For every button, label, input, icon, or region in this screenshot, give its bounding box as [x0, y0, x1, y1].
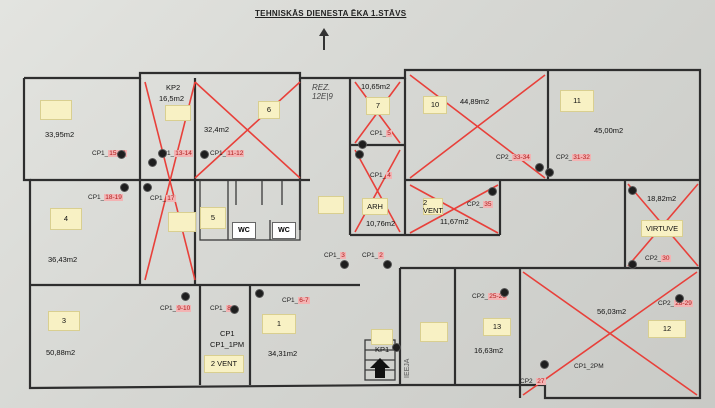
room-area: 50,88m2	[46, 348, 76, 357]
room-label-6: 6	[258, 101, 280, 119]
wc-label: WC	[272, 222, 296, 239]
detector-icon	[500, 288, 509, 297]
room-area: 16,63m2	[474, 346, 504, 355]
room-label-box	[165, 105, 191, 121]
north-arrow-icon	[319, 28, 329, 50]
room-label-11: 11	[560, 90, 594, 112]
detector-icon	[540, 360, 549, 369]
cp-tag: CP2_33-34	[496, 154, 531, 161]
detector-icon	[255, 289, 264, 298]
room-label-5: 5	[200, 207, 226, 229]
cp-tag: CP1_11-12	[210, 150, 245, 157]
entrance-arrow-icon	[370, 358, 390, 378]
cp-tag: CP2_27	[520, 378, 546, 385]
kp1-label: KP1	[375, 345, 390, 354]
room-label-box	[168, 212, 196, 232]
room-area: 34,31m2	[268, 349, 298, 358]
cp-tag: CP1_18-19	[88, 194, 123, 201]
cp-tag: CP1_9-10	[160, 305, 192, 312]
cp-tag: CP2_30	[645, 255, 671, 262]
room-label-box	[40, 100, 72, 120]
room-area: 10,76m2	[366, 219, 396, 228]
cross-line	[354, 149, 401, 233]
room-label-box	[318, 196, 344, 214]
detector-icon	[117, 150, 126, 159]
room-area: 11,67m2	[440, 217, 469, 226]
handnote-line: 12E|9	[312, 91, 333, 101]
kp2-label: KP2	[166, 83, 181, 92]
entrance-note: IEEJA	[404, 358, 411, 378]
room-label-9: 2 VENT	[423, 198, 444, 215]
room-label-13: 13	[483, 318, 511, 336]
room-label-box	[371, 329, 393, 345]
room-label-7: 7	[366, 97, 390, 115]
cp-tag: CP2_25-26	[472, 293, 507, 300]
detector-icon	[355, 150, 364, 159]
room-area: 36,43m2	[48, 255, 78, 264]
detector-icon	[628, 260, 637, 269]
room-area: 18,82m2	[647, 194, 677, 203]
room-label-1: 1	[262, 314, 296, 334]
room-label-10: 10	[423, 96, 447, 114]
cp-tag: CP1_2PM	[574, 363, 604, 370]
cross-line	[409, 184, 499, 234]
cp-tag: CP1_8	[210, 305, 232, 313]
room-area: 56,03m2	[597, 307, 627, 316]
detector-icon	[358, 140, 367, 149]
room-area: 45,00m2	[594, 126, 624, 135]
room-label-3: 3	[48, 311, 80, 331]
cross-line	[409, 74, 546, 179]
room-area: 10,65m2	[361, 82, 391, 91]
room-label-arh: ARH	[362, 198, 388, 215]
detector-icon	[675, 294, 684, 303]
room-area: 16,5m2	[159, 94, 185, 103]
detector-icon	[488, 187, 497, 196]
handnote-line: REZ.	[312, 83, 331, 92]
detector-icon	[200, 150, 209, 159]
detector-icon	[628, 186, 637, 195]
cross-line	[522, 271, 698, 396]
detector-icon	[120, 183, 129, 192]
cp-tag: CP2_35	[467, 201, 493, 208]
detector-icon	[535, 163, 544, 172]
room-area: 33,95m2	[45, 130, 75, 139]
room-label-12: 12	[648, 320, 686, 338]
cp1-1pm-label: CP1_1PM	[210, 340, 245, 349]
handwritten-note: REZ. 12E|9	[312, 83, 333, 102]
cp-tag: CP1_5	[370, 130, 392, 137]
room-area: 44,89m2	[460, 97, 490, 106]
detector-icon	[340, 260, 349, 269]
cp-tag: CP2_31-32	[556, 154, 591, 161]
detector-icon	[143, 183, 152, 192]
cp-tag: CP1_2	[362, 252, 384, 259]
cross-line	[194, 81, 301, 179]
detector-icon	[545, 168, 554, 177]
detector-icon	[158, 149, 167, 158]
room-label-box	[420, 322, 448, 342]
sheet-title: TEHNISKĀS DIENESTA ĒKA 1.STĀVS	[255, 9, 407, 18]
detector-icon	[392, 343, 401, 352]
cp-tag: CP2_28-29	[658, 300, 693, 307]
room-label-4: 4	[50, 208, 82, 230]
cp-tag: CP1_3	[324, 252, 346, 259]
detector-icon	[230, 305, 239, 314]
detector-icon	[181, 292, 190, 301]
cp1-label: CP1	[220, 329, 235, 338]
room-area: 32,4m2	[204, 125, 230, 134]
cp-tag: CP1_6-7	[282, 297, 310, 304]
cp-tag: CP1_17	[150, 195, 176, 202]
room-label-2-vent: 2 VENT	[204, 355, 244, 373]
detector-icon	[383, 260, 392, 269]
cp-tag: CP1_4	[370, 172, 392, 179]
detector-icon	[148, 158, 157, 167]
wc-label: WC	[232, 222, 256, 239]
room-label-virtuve: VIRTUVE	[641, 220, 683, 237]
